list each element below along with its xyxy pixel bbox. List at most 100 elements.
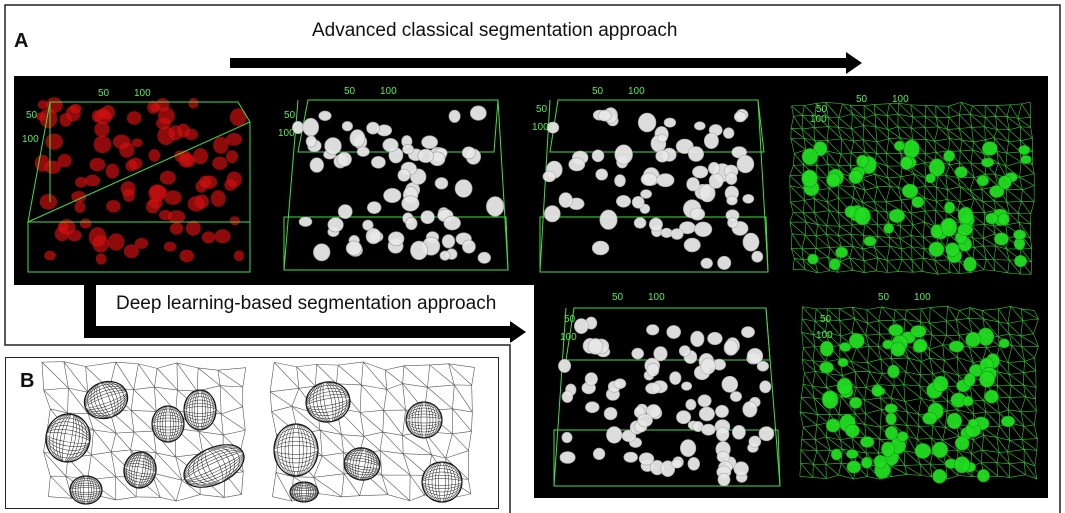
fitted-nucleus [742, 232, 760, 252]
mesh-edge [994, 163, 999, 175]
mesh-edge [981, 435, 985, 451]
classical-mesh-lattice [789, 101, 1035, 275]
mesh-edge [921, 257, 924, 272]
mesh-edge [790, 138, 795, 154]
mesh-edge [155, 452, 183, 481]
mesh-nucleus [873, 454, 887, 469]
mesh-edge [799, 411, 804, 428]
mesh-edge [138, 363, 155, 388]
mesh-edge [874, 114, 889, 130]
mesh-edge [852, 246, 863, 250]
raw-nucleus [126, 111, 142, 125]
classical-approach-title: Advanced classical segmentation approach [312, 20, 678, 41]
mesh-edge [1006, 141, 1009, 154]
fitted-nucleus [703, 132, 719, 150]
mesh-edge [902, 259, 912, 261]
mesh-edge [929, 357, 945, 361]
ellipsoid-meridian [154, 405, 182, 443]
mesh-edge [907, 411, 920, 427]
mesh-edge [945, 175, 961, 188]
mesh-edge [1008, 129, 1021, 141]
mesh-edge [1020, 161, 1035, 175]
mesh-edge [793, 116, 803, 130]
mesh-edge [814, 210, 830, 213]
mesh-edge [115, 361, 135, 390]
mesh-nucleus [854, 206, 871, 226]
mesh-edge [997, 475, 1010, 478]
mesh-edge [1010, 385, 1026, 398]
mesh-edge [43, 451, 51, 477]
mesh-nucleus [948, 340, 965, 353]
mesh-edge [997, 104, 1011, 106]
mesh-edge [1007, 451, 1025, 463]
mesh-edge [998, 333, 1010, 337]
mesh-nucleus [890, 342, 906, 357]
mesh-edge [924, 126, 939, 128]
ellipsoid-meridian [346, 447, 378, 481]
fitted-nucleus [656, 133, 668, 143]
deep-fitted-nucleus [697, 394, 712, 408]
mesh-edge [851, 125, 864, 129]
mesh-edge [315, 364, 318, 387]
ellipsoid-meridian [309, 381, 347, 423]
mesh-edge [1030, 201, 1035, 214]
mesh-edge [1023, 361, 1026, 373]
mesh-edge [867, 362, 883, 375]
deep-fitted-nucleus [731, 425, 746, 440]
mesh-edge [154, 387, 157, 412]
mesh-edge [998, 321, 1008, 324]
mesh-edge [936, 199, 948, 202]
mesh-edge [91, 454, 116, 477]
cell-right-4 [343, 447, 381, 481]
mesh-edge [838, 212, 853, 226]
mesh-edge [960, 186, 975, 199]
mesh-edge [1007, 440, 1011, 452]
segmented-nucleus [469, 105, 487, 121]
ellipsoid-outline [421, 461, 463, 503]
mesh-edge [922, 271, 939, 275]
mesh-edge [879, 427, 881, 440]
deep-fitted-nucleus [690, 330, 705, 348]
mesh-edge [944, 360, 959, 376]
mesh-edge [925, 139, 927, 154]
mesh-edge [890, 185, 899, 188]
ellipsoid-parallel [289, 483, 319, 501]
mesh-edge [815, 308, 817, 322]
mesh-edge [880, 358, 892, 360]
mesh-edge [1007, 272, 1021, 275]
mesh-edge [929, 307, 947, 322]
mesh-edge [914, 173, 926, 179]
raw-nucleus [213, 136, 229, 154]
mesh-nucleus [894, 140, 905, 152]
mesh-edge [929, 320, 947, 324]
mesh-edge [891, 423, 907, 426]
mesh-edge [816, 422, 829, 426]
mesh-edge [885, 201, 887, 213]
mesh-edge [904, 401, 919, 415]
mesh-edge [111, 449, 131, 453]
mesh-edge [825, 436, 831, 451]
mesh-edge [849, 257, 865, 261]
raw-nucleus [84, 174, 101, 187]
mesh-edge [869, 371, 878, 385]
mesh-edge [815, 371, 827, 388]
mesh-edge [1007, 323, 1022, 337]
mesh-edge [969, 385, 984, 401]
mesh-edge [1007, 323, 1010, 334]
mesh-edge [220, 385, 243, 388]
mesh-edge [816, 176, 830, 189]
mesh-edge [911, 127, 927, 140]
segmented-nucleus [366, 121, 380, 135]
mesh-edge [468, 479, 472, 494]
mesh-edge [789, 165, 794, 176]
fitted-nucleus [616, 195, 632, 208]
mesh-edge [828, 117, 839, 128]
mesh-edge [897, 126, 913, 140]
mesh-edge [864, 223, 879, 237]
mesh-edge [878, 319, 894, 322]
raw-nucleus [148, 149, 161, 162]
mesh-edge [947, 189, 961, 203]
mesh-edge [814, 198, 830, 211]
mesh-nucleus [968, 418, 979, 428]
mesh-edge [890, 397, 906, 402]
